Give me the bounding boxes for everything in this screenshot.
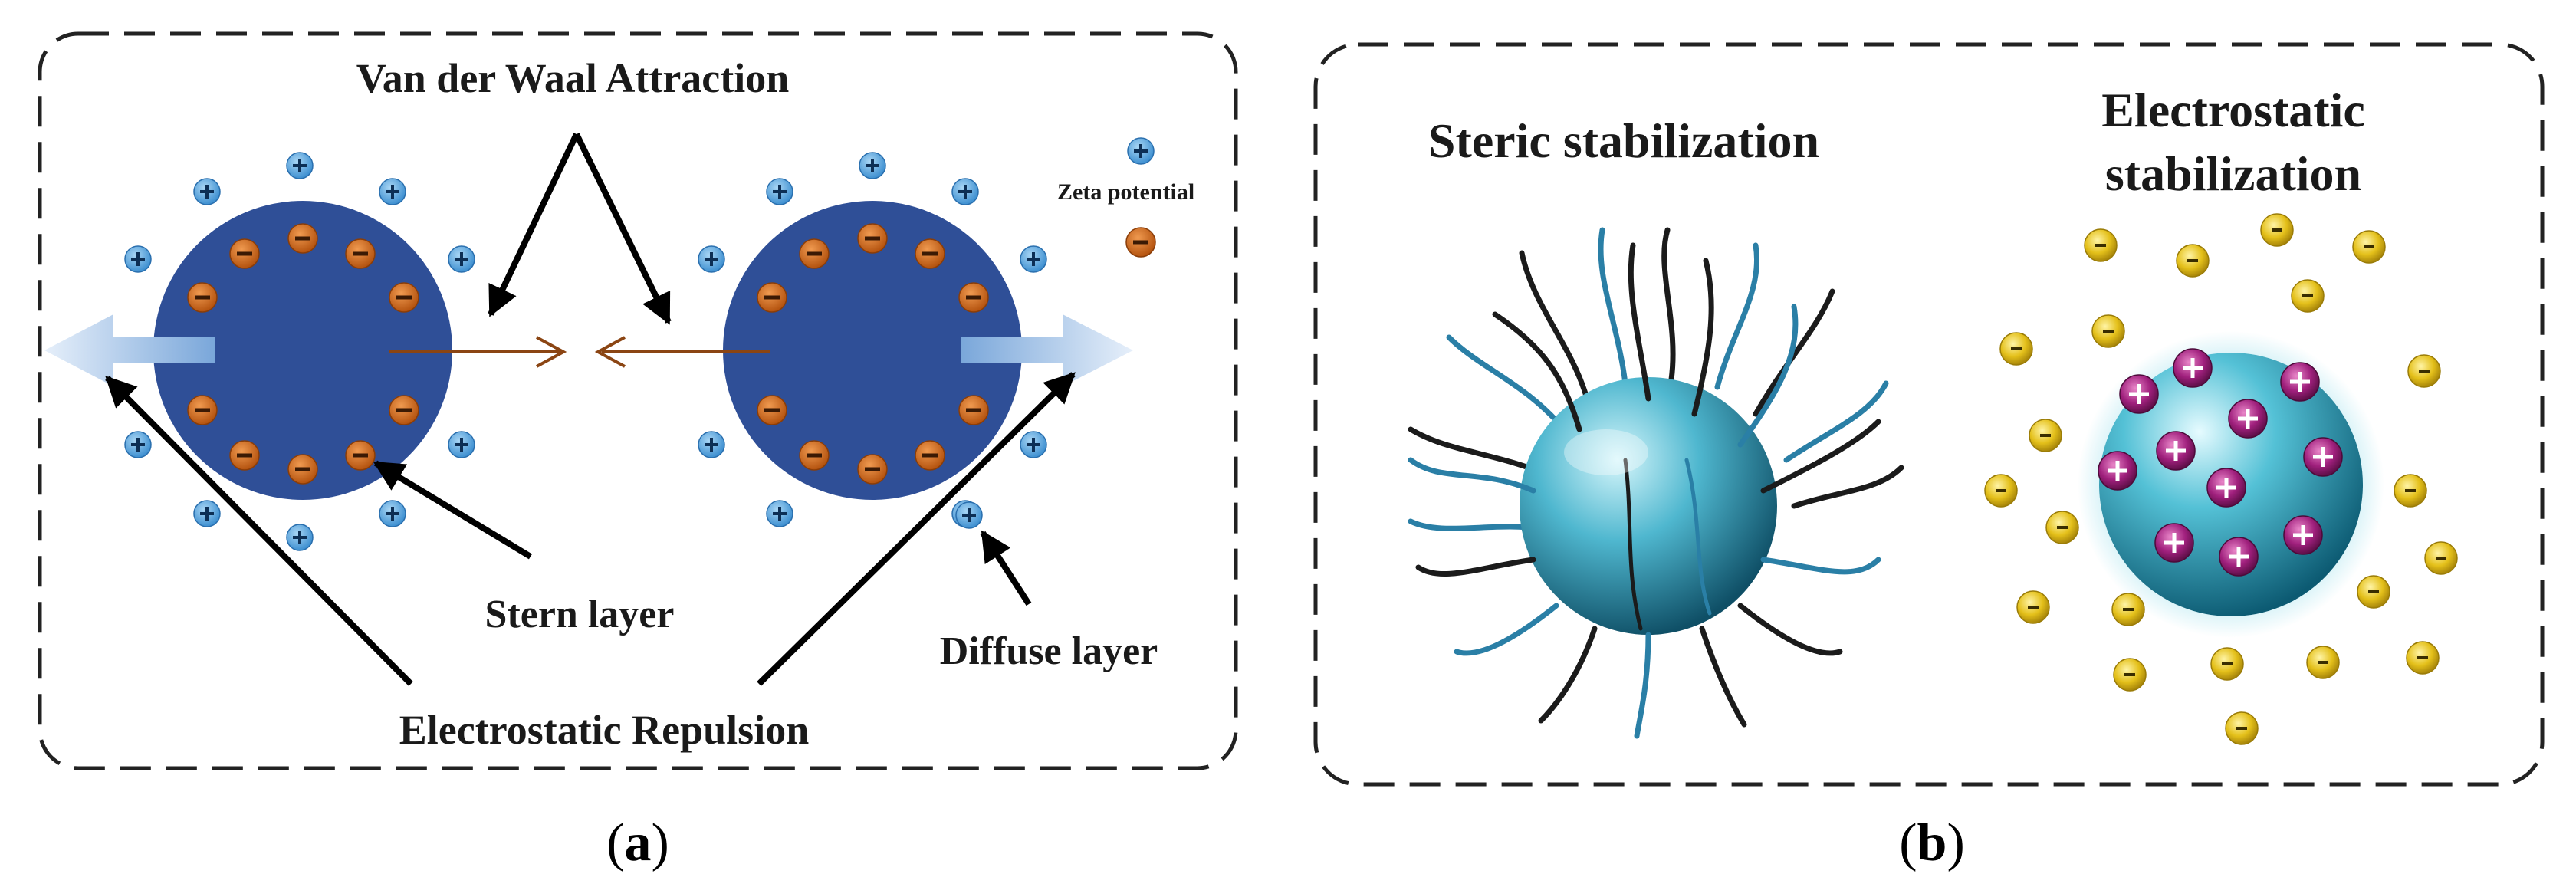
panel-a: Zeta potential Van der Waal Attraction S… (38, 31, 1238, 872)
van-der-waal-label: Van der Waal Attraction (356, 55, 790, 101)
electrostatic-repulsion-label: Electrostatic Repulsion (399, 707, 809, 753)
legend-positive-icon (1126, 136, 1155, 166)
panel-a-border (38, 31, 1238, 770)
polymer-tails-front (1408, 242, 1881, 739)
electrostatic-title-line2: stabilization (2105, 146, 2361, 201)
layer-pointers (373, 460, 1032, 606)
diffuse-layer-label: Diffuse layer (940, 629, 1158, 673)
repulsion-pointers (105, 372, 1076, 686)
panel-b-border (1313, 42, 2545, 787)
electrostatic-particle (1983, 212, 2459, 746)
zeta-potential-label: Zeta potential (1057, 179, 1194, 205)
stern-layer-label: Stern layer (485, 593, 675, 636)
panel-a-caption: (a) (606, 813, 669, 872)
electrostatic-title-line1: Electrostatic (2101, 83, 2365, 137)
panel-b-caption: (b) (1899, 813, 1965, 872)
right-repulsion-arrow (961, 314, 1133, 386)
van-der-waal-pointers (488, 133, 672, 325)
left-repulsion-arrow (44, 314, 215, 386)
attraction-arrows (389, 336, 770, 368)
legend-negative-icon (1126, 228, 1155, 257)
left-particle (153, 201, 452, 500)
panel-b: Steric stabilization Electrostatic stabi… (1313, 42, 2545, 872)
steric-particle (1408, 227, 1904, 739)
steric-title: Steric stabilization (1428, 113, 1819, 168)
right-particle (723, 201, 1022, 500)
